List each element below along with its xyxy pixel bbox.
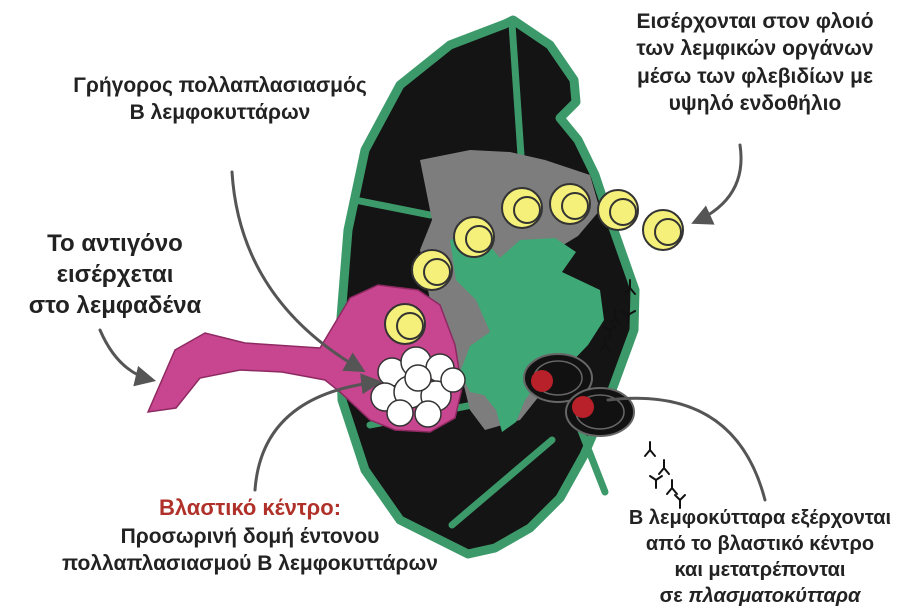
b-cell xyxy=(385,304,425,344)
arrow-entry xyxy=(695,145,741,222)
b-cell xyxy=(454,217,494,257)
label-line: μέσω των φλεβιδίων με xyxy=(600,63,910,90)
label-line: των λεμφικών οργάνων xyxy=(600,35,910,62)
arrow-antigen xyxy=(100,330,152,380)
germinal-center-title: Βλαστικό κέντρο: xyxy=(20,494,480,523)
label-line: Εισέρχονται στον φλοιό xyxy=(600,8,910,35)
label-germinal-center: Βλαστικό κέντρο: Προσωρινή δομή έντονου … xyxy=(20,494,480,577)
label-line: Το αντιγόνο xyxy=(0,228,230,259)
label-b-cell-exit: Β λεμφοκύτταρα εξέρχονται από το βλαστικ… xyxy=(600,505,920,609)
label-line: εισέρχεται xyxy=(0,259,230,290)
label-proliferation: Γρήγορος πολλαπλασιασμός Β λεμφοκυττάρων xyxy=(40,72,400,127)
label-line: Προσωρινή δομή έντονου xyxy=(20,523,480,550)
plasma-cell xyxy=(566,388,634,436)
label-line: πολλαπλασιασμού Β λεμφοκυττάρων xyxy=(20,550,480,577)
b-cell xyxy=(550,184,590,224)
plasma-cell-term: πλασματοκύτταρα xyxy=(688,585,860,607)
b-cell xyxy=(412,250,452,290)
label-line: υψηλό ενδοθήλιο xyxy=(600,90,910,117)
label-line: στο λεμφαδένα xyxy=(0,290,230,321)
label-line: Β λεμφοκυττάρων xyxy=(40,99,400,126)
label-line: σε πλασματοκύτταρα xyxy=(600,583,920,609)
label-prefix: σε xyxy=(660,585,689,607)
b-cell xyxy=(598,190,638,230)
b-cell xyxy=(643,210,683,250)
label-line: από το βλαστικό κέντρο xyxy=(600,531,920,557)
b-cell xyxy=(502,188,542,228)
label-antigen-entry: Το αντιγόνο εισέρχεται στο λεμφαδένα xyxy=(0,228,230,322)
label-line: και μετατρέπονται xyxy=(600,557,920,583)
label-line: Γρήγορος πολλαπλασιασμός xyxy=(40,72,400,99)
label-cortex-entry: Εισέρχονται στον φλοιό των λεμφικών οργά… xyxy=(600,8,910,117)
label-line: Β λεμφοκύτταρα εξέρχονται xyxy=(600,505,920,531)
